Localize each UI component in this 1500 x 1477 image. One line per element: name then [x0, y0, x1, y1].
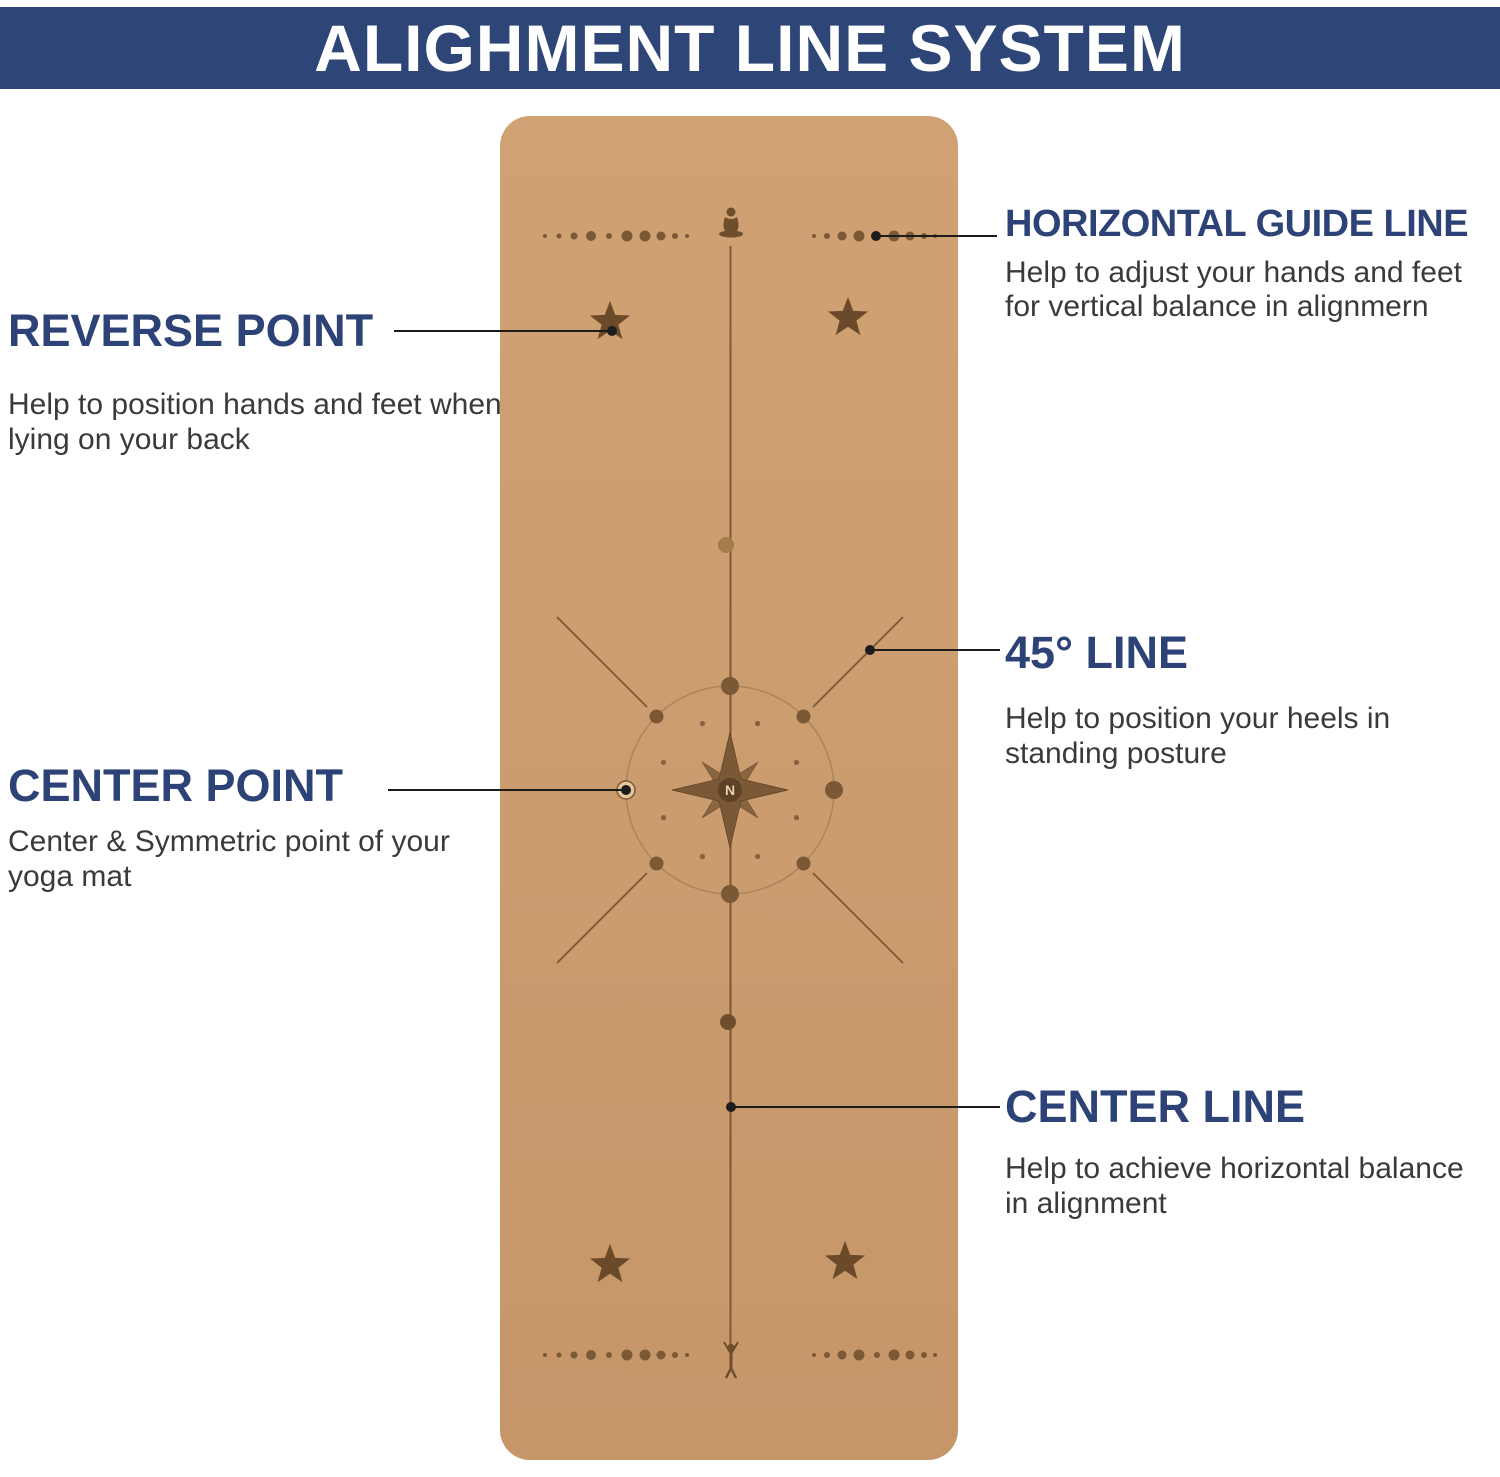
brand-logo-icon: N — [718, 778, 742, 802]
annotation-title: 45° LINE — [1005, 627, 1189, 678]
annotation-horizontal-guide-line: HORIZONTAL GUIDE LINE Help to adjust you… — [1005, 203, 1493, 324]
meditating-figure-icon — [719, 207, 743, 238]
svg-text:N: N — [725, 782, 735, 798]
annotation-body: Help to position hands and feet when lyi… — [8, 388, 502, 456]
yoga-mat-illustration: N — [500, 116, 958, 1460]
annotation-body: Help to adjust your hands and feet for v… — [1005, 255, 1462, 323]
page-title: ALIGHMENT LINE SYSTEM — [314, 11, 1186, 85]
annotation-45-line: 45° LINE Help to position your heels in … — [1005, 627, 1485, 771]
star-icon — [827, 296, 869, 336]
annotation-body: Help to position your heels in standing … — [1005, 702, 1391, 770]
title-banner: ALIGHMENT LINE SYSTEM — [0, 7, 1500, 89]
annotation-body: Help to achieve horizontal balance in al… — [1005, 1152, 1464, 1220]
annotation-body: Center & Symmetric point of your yoga ma… — [8, 825, 450, 893]
center-point-marking — [616, 780, 636, 800]
annotation-title: HORIZONTAL GUIDE LINE — [1005, 203, 1469, 245]
star-icon — [589, 1243, 631, 1283]
line-circle-upper — [718, 537, 734, 553]
horizontal-guide-dots-bottom — [543, 1349, 937, 1361]
line-circle-lower — [720, 1014, 736, 1030]
annotation-title: CENTER LINE — [1005, 1081, 1306, 1132]
annotation-center-point: CENTER POINT Center & Symmetric point of… — [8, 760, 513, 894]
annotation-title: CENTER POINT — [8, 760, 344, 811]
star-icon — [589, 300, 631, 340]
annotation-reverse-point: REVERSE POINT Help to position hands and… — [8, 305, 513, 457]
star-icon — [824, 1240, 866, 1280]
annotation-center-line: CENTER LINE Help to achieve horizontal b… — [1005, 1081, 1485, 1221]
standing-figure-icon — [723, 1341, 739, 1379]
45-degree-lines-marking — [556, 616, 904, 964]
mat-markings-svg: N — [543, 207, 937, 1379]
annotation-title: REVERSE POINT — [8, 305, 374, 356]
